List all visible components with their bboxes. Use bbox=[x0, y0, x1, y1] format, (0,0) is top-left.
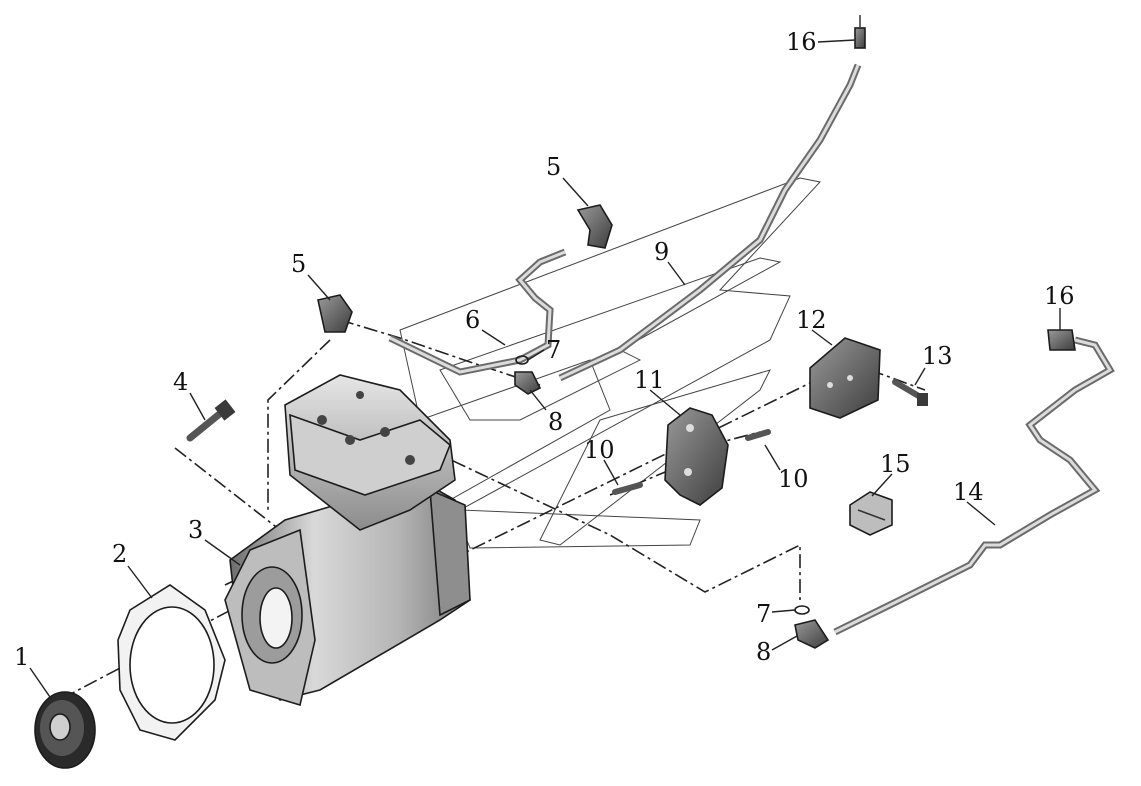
ghost-frame-mid bbox=[439, 257, 782, 421]
callout-9: 9 bbox=[654, 238, 669, 266]
pipe-part-9 bbox=[558, 63, 862, 382]
callout-12: 12 bbox=[796, 306, 827, 334]
axis-bracket bbox=[449, 381, 813, 561]
callout-3: 3 bbox=[188, 516, 203, 544]
union-fitting-part-8-lower bbox=[794, 619, 830, 649]
callout-7-upper: 7 bbox=[546, 336, 561, 364]
callout-11: 11 bbox=[634, 366, 665, 394]
bolt-part-10-left bbox=[612, 482, 643, 495]
callout-7-lower: 7 bbox=[756, 600, 771, 628]
clip-part-15 bbox=[849, 491, 893, 536]
axis-union-lower bbox=[429, 449, 801, 600]
callout-6: 6 bbox=[465, 306, 480, 334]
compressor-body-part-3 bbox=[224, 479, 471, 707]
axis-bolt-4 bbox=[174, 447, 281, 531]
bolt-part-13 bbox=[892, 379, 928, 406]
pipe-part-14 bbox=[833, 336, 1115, 636]
gasket-part-2 bbox=[117, 584, 226, 741]
callout-16-upper: 16 bbox=[786, 28, 817, 56]
callout-10-right: 10 bbox=[778, 465, 809, 493]
drive-gear-part-1 bbox=[34, 691, 96, 769]
ghost-outline-frames bbox=[399, 177, 821, 549]
ghost-frame-large bbox=[399, 177, 821, 549]
callout-5-lower: 5 bbox=[291, 250, 306, 278]
callout-10-left: 10 bbox=[584, 436, 615, 464]
bolt-part-10-right bbox=[745, 429, 771, 441]
ghost-frame-right bbox=[539, 369, 771, 546]
callout-15: 15 bbox=[880, 450, 911, 478]
callout-4: 4 bbox=[173, 368, 188, 396]
union-fitting-part-8-upper bbox=[514, 371, 542, 395]
callout-14: 14 bbox=[953, 478, 984, 506]
bracket-part-11 bbox=[664, 407, 729, 506]
elbow-fitting-part-5-upper bbox=[576, 204, 613, 249]
callout-8-lower: 8 bbox=[756, 638, 771, 666]
callout-1: 1 bbox=[14, 643, 29, 671]
axis-pipe-6 bbox=[339, 319, 541, 386]
block-part-12 bbox=[809, 337, 881, 419]
bolt-part-4 bbox=[186, 399, 236, 442]
elbow-fitting-part-5-lower bbox=[317, 294, 353, 333]
callout-5-upper: 5 bbox=[546, 153, 561, 181]
fitting-part-16-upper bbox=[854, 15, 866, 49]
callout-8-upper: 8 bbox=[548, 408, 563, 436]
callout-13: 13 bbox=[922, 342, 953, 370]
callout-2: 2 bbox=[112, 540, 127, 568]
axis-elbow-to-head bbox=[267, 339, 331, 510]
pipe-part-6 bbox=[388, 248, 567, 376]
callout-16-lower: 16 bbox=[1044, 282, 1075, 310]
callout-labels: 1 2 3 4 5 5 6 7 8 9 10 10 11 12 13 14 15… bbox=[14, 28, 1075, 671]
fitting-part-16-lower bbox=[1047, 329, 1076, 351]
callout-leaders bbox=[29, 39, 1061, 701]
seal-ring-part-7-lower bbox=[794, 605, 810, 615]
cylinder-head bbox=[284, 374, 456, 531]
